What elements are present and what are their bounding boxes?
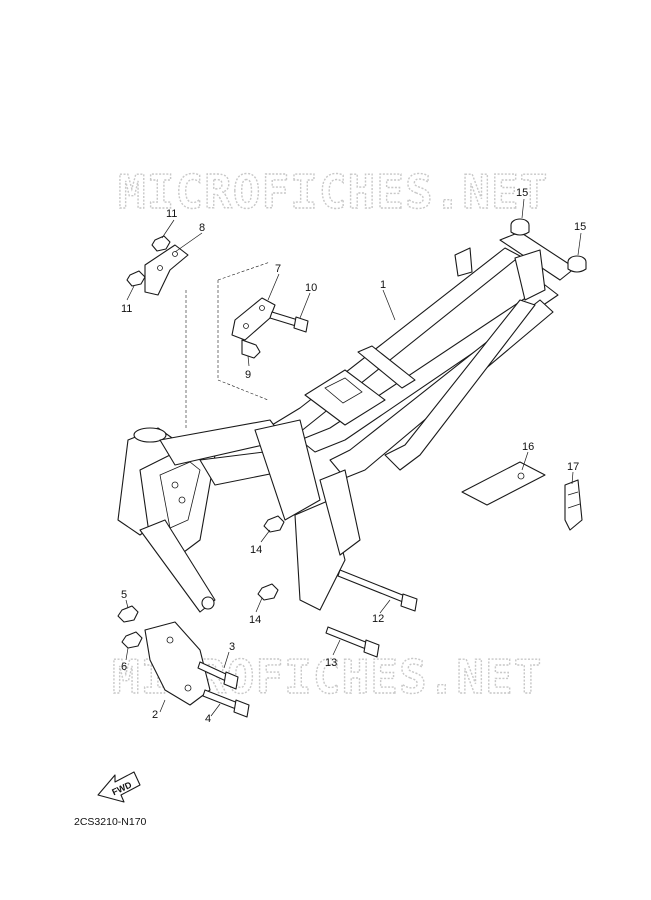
callouts: 1 2 3 4 5 6 7 8 9 10 11 11 12 13 14 14 1… — [121, 187, 586, 725]
bracket-8[interactable] — [144, 244, 189, 296]
nut-14-upper[interactable] — [263, 515, 285, 533]
watermark-top: MICROFICHES.NET — [118, 165, 548, 219]
callout-16: 16 — [522, 441, 534, 453]
bolt-3[interactable] — [197, 661, 239, 690]
callout-1: 1 — [380, 279, 386, 291]
callout-15-left: 15 — [516, 187, 528, 199]
callout-12: 12 — [372, 613, 384, 625]
main-frame[interactable] — [117, 231, 576, 613]
callout-8: 8 — [199, 222, 205, 234]
nut-6[interactable] — [121, 631, 143, 649]
callout-17: 17 — [567, 461, 579, 473]
leader-lines — [125, 198, 582, 717]
callout-7: 7 — [275, 263, 281, 275]
callout-13: 13 — [325, 657, 337, 669]
alignment-line-7 — [217, 280, 269, 401]
callout-6: 6 — [121, 661, 127, 673]
callout-14-upper: 14 — [250, 544, 262, 556]
callout-11-lower: 11 — [121, 303, 132, 315]
callout-3: 3 — [229, 641, 235, 653]
callout-11-upper: 11 — [166, 208, 177, 220]
bolt-12[interactable] — [337, 569, 418, 612]
callout-4: 4 — [205, 713, 211, 725]
nut-11-lower[interactable] — [126, 270, 146, 287]
callout-15-right: 15 — [574, 221, 586, 233]
nut-5[interactable] — [117, 605, 139, 623]
clip-17[interactable] — [564, 479, 583, 531]
alignment-line-7b — [217, 261, 271, 281]
diagram-code: 2CS3210-N170 — [74, 816, 147, 828]
nut-11-upper[interactable] — [151, 235, 171, 252]
bolt-13[interactable] — [325, 626, 380, 658]
engine-mount-bracket-2[interactable] — [144, 621, 211, 706]
callout-2: 2 — [152, 709, 158, 721]
cap-15-right[interactable] — [567, 255, 587, 273]
callout-5: 5 — [121, 589, 127, 601]
callout-9: 9 — [245, 369, 251, 381]
nut-14-lower[interactable] — [257, 583, 279, 601]
bolt-10[interactable] — [269, 311, 309, 333]
callout-10: 10 — [305, 282, 317, 294]
bracket-7[interactable] — [231, 297, 276, 341]
callout-14-lower: 14 — [249, 614, 261, 626]
label-16[interactable] — [461, 461, 546, 506]
bolt-4[interactable] — [202, 689, 250, 718]
cap-15-left[interactable] — [510, 218, 530, 236]
fwd-arrow: FWD — [97, 771, 141, 803]
bolt-9[interactable] — [241, 339, 261, 359]
